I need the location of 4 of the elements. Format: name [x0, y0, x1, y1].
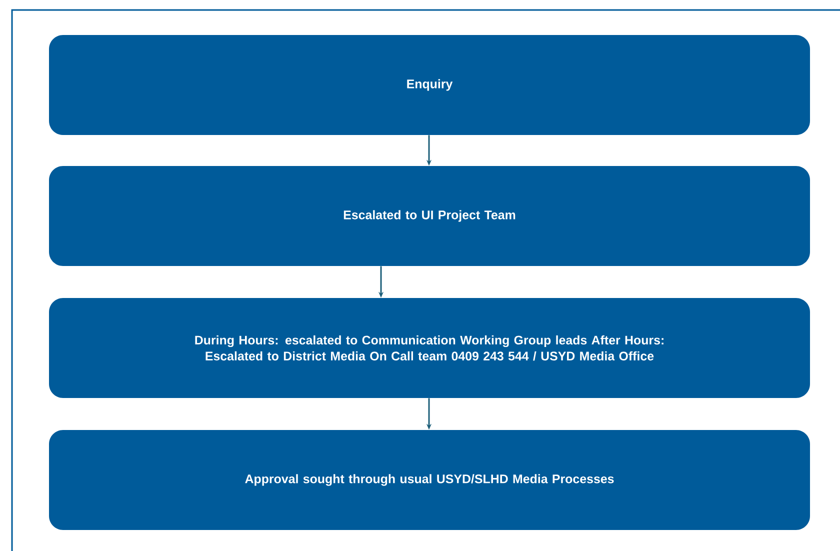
process-box: Approval sought through usual USYD/SLHD Media Processes: [49, 430, 810, 530]
process-box: During Hours: escalated to Communication Working Group leads After Hours: Escalated to District Media On Call team 0409 243 544 / USYD Media Office: [49, 298, 810, 398]
process-box: Escalated to UI Project Team: [49, 166, 810, 266]
process-box: Enquiry: [49, 35, 810, 135]
